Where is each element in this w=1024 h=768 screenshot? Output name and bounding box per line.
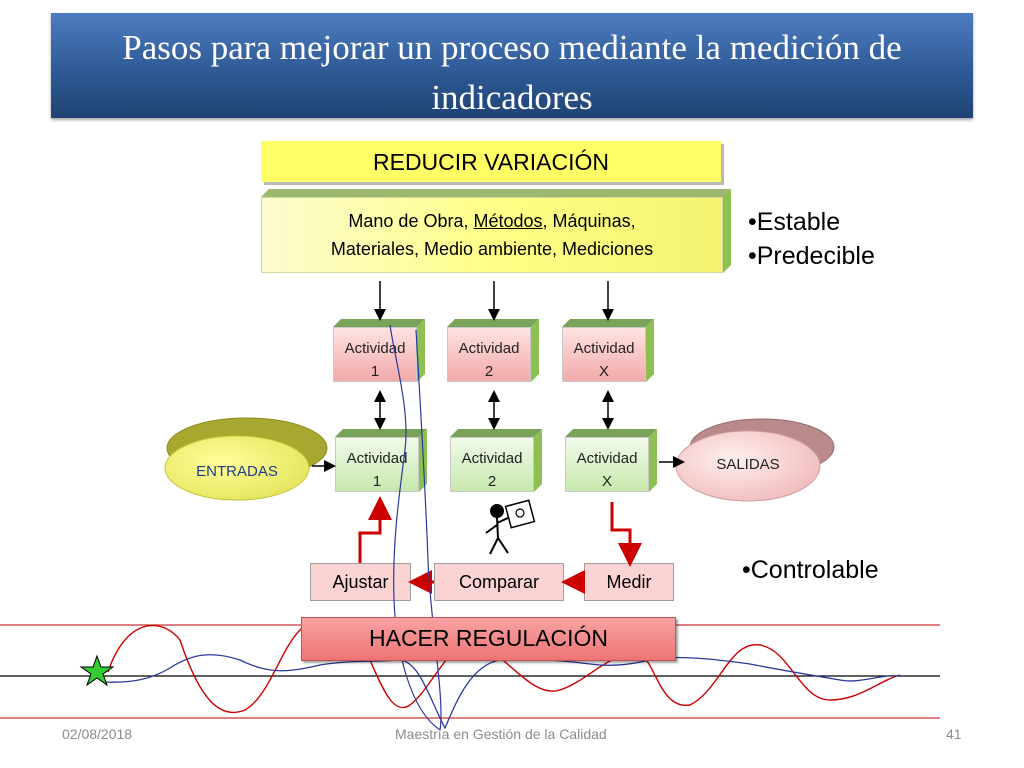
activity-top-2: Actividad 2 xyxy=(447,319,539,382)
variation-curve-blue xyxy=(104,654,901,730)
activity-bottom-2: Actividad 2 xyxy=(450,429,542,492)
activity-top-2-number: 2 xyxy=(484,363,494,380)
factors-text-a: Mano de Obra, xyxy=(348,211,474,231)
factors-line-2: Materiales, Medio ambiente, Mediciones xyxy=(330,239,654,259)
activity-bottom-1-label: Actividad xyxy=(346,450,408,467)
activity-bottom-2-label: Actividad xyxy=(461,450,523,467)
activity-bottom-2-number: 2 xyxy=(487,473,497,490)
regulation-label: HACER REGULACIÓN xyxy=(369,625,608,651)
bullet-predictable: •Predecible xyxy=(748,242,875,270)
person-measuring-icon xyxy=(485,499,536,555)
process-trace-blue xyxy=(389,324,442,732)
factors-line-1: Mano de Obra, Métodos, Máquinas, xyxy=(262,208,722,235)
factors-box: Mano de Obra, Métodos, Máquinas, Materia… xyxy=(261,189,731,273)
measure-box: Medir xyxy=(584,563,674,601)
reduce-variation-box: REDUCIR VARIACIÓN xyxy=(261,141,721,182)
compare-box: Comparar xyxy=(434,563,564,601)
regulation-box: HACER REGULACIÓN xyxy=(301,617,676,661)
activity-top-x-label: Actividad xyxy=(573,340,635,357)
footer-date: 02/08/2018 xyxy=(62,726,133,742)
control-chart xyxy=(0,324,940,732)
activity-top-1: Actividad 1 xyxy=(333,319,425,382)
activity-bottom-1-number: 1 xyxy=(372,473,382,490)
factors-text-underlined: Métodos xyxy=(473,211,543,231)
bullet-stable: •Estable xyxy=(748,208,841,236)
factors-box-top xyxy=(261,189,731,197)
page-title: Pasos para mejorar un proceso mediante l… xyxy=(122,28,902,117)
title-bar: Pasos para mejorar un proceso mediante l… xyxy=(51,13,973,118)
activity-top-1-number: 1 xyxy=(370,363,380,380)
factors-box-face: Mano de Obra, Métodos, Máquinas, Materia… xyxy=(261,197,723,273)
inputs-label: ENTRADAS xyxy=(196,463,278,480)
factors-text-b: , Máquinas, xyxy=(542,211,636,231)
bullet-controllable: •Controlable xyxy=(742,556,879,584)
arrow-adjust-to-activity-1 xyxy=(358,496,392,563)
activity-bottom-x-number: X xyxy=(601,473,612,490)
inputs-disk-front xyxy=(164,435,310,501)
arrow-activity-x-to-measure xyxy=(610,502,642,567)
factors-box-side xyxy=(723,189,731,273)
activity-top-x-number: X xyxy=(598,363,609,380)
activity-top-2-label: Actividad xyxy=(458,340,520,357)
outputs-label: SALIDAS xyxy=(716,456,779,473)
activity-bottom-x-label: Actividad xyxy=(576,450,638,467)
reduce-variation-label: REDUCIR VARIACIÓN xyxy=(373,149,609,175)
start-star-icon xyxy=(79,654,115,687)
footer-center: Maestría en Gestión de la Calidad xyxy=(395,726,607,742)
footer-page-number: 41 xyxy=(946,726,962,742)
activity-top-1-label: Actividad xyxy=(344,340,406,357)
